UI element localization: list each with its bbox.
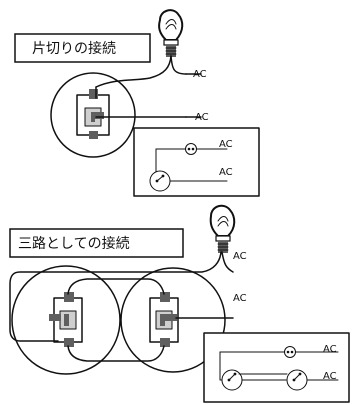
bottom-title: 三路としての接続 [18, 235, 130, 252]
bottom-bulb [209, 204, 236, 253]
top-ac-1: AC [193, 69, 207, 80]
bottom-schematic-ac-1: AC [323, 344, 337, 355]
bottom-ac-1: AC [233, 251, 247, 262]
top-bulb [158, 9, 184, 57]
top-schematic-ac-2: AC [219, 167, 233, 178]
top-schematic [133, 127, 260, 197]
bottom-title-box [9, 228, 184, 258]
top-wiring [95, 55, 202, 118]
bottom-ac-2: AC [233, 293, 247, 304]
bottom-schematic-ac-2: AC [323, 371, 337, 382]
bottom-switch-assembly-left [11, 265, 121, 375]
bottom-switch-assembly-right [120, 267, 226, 373]
top-title: 片切りの接続 [32, 40, 116, 57]
top-schematic-ac-1: AC [219, 139, 233, 150]
top-title-box [14, 33, 151, 63]
bottom-wiring [9, 251, 234, 362]
top-ac-2: AC [195, 112, 209, 123]
bottom-schematic [203, 332, 350, 403]
top-switch-assembly [50, 72, 136, 158]
